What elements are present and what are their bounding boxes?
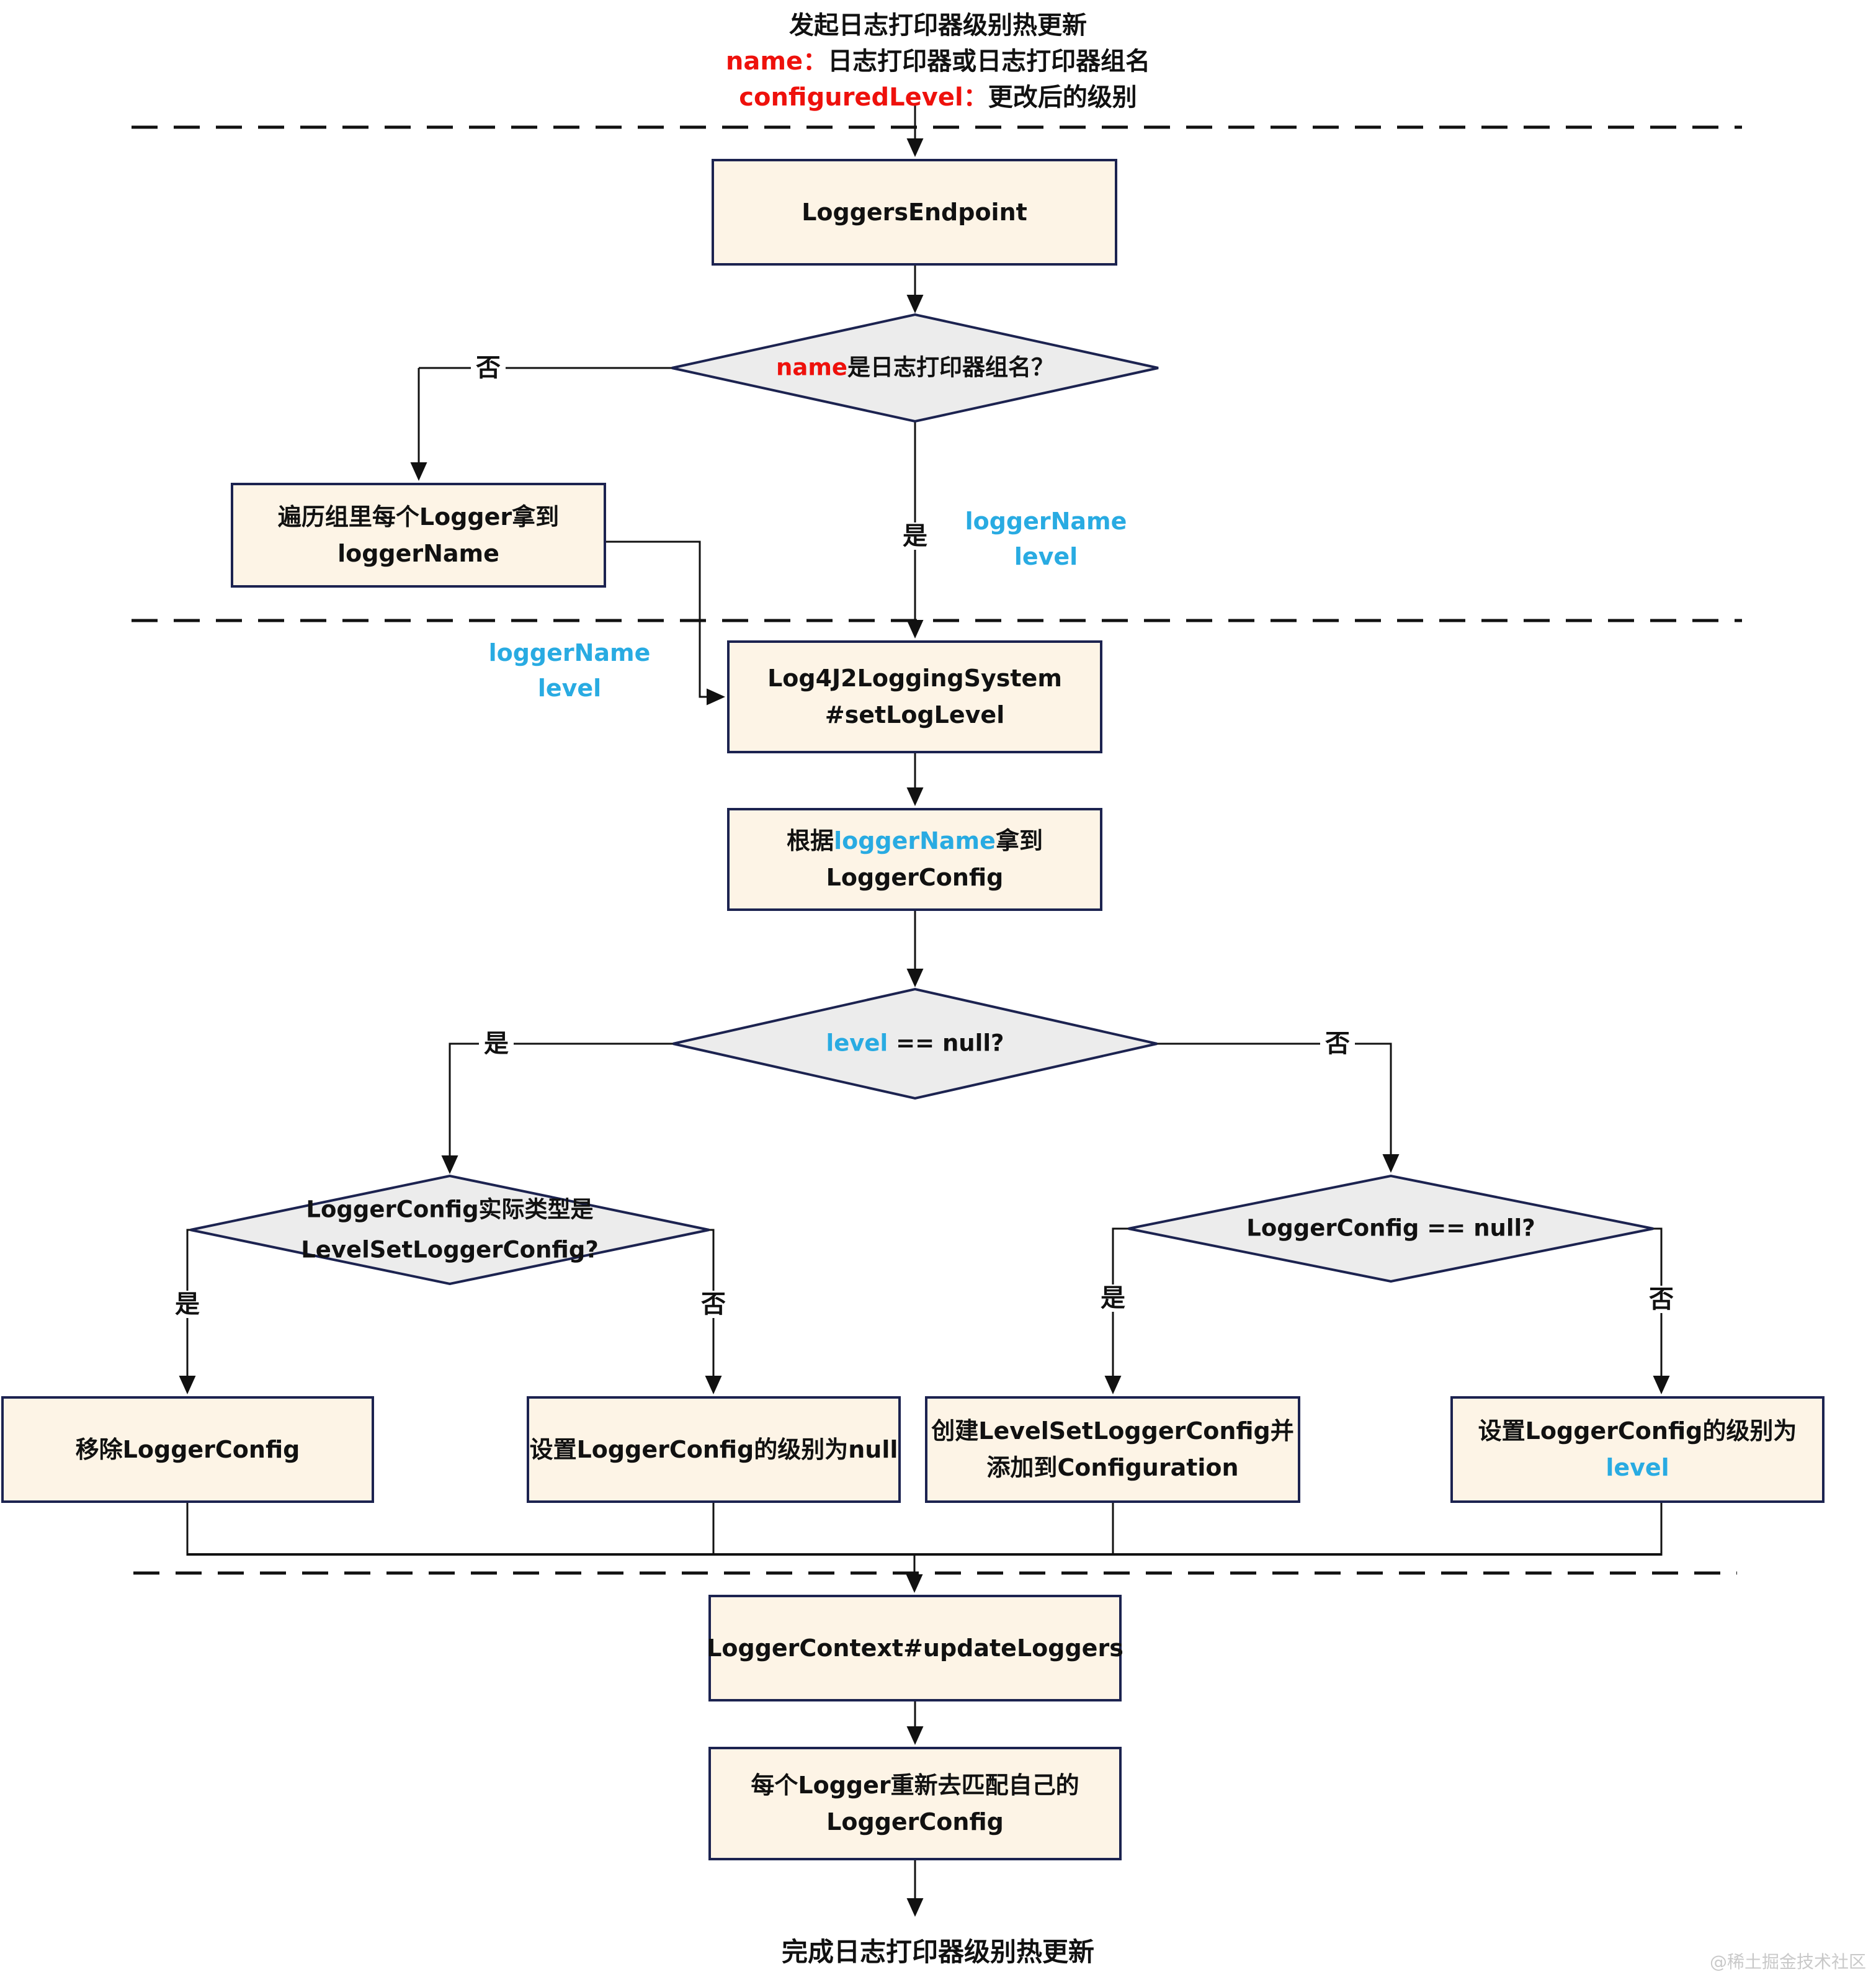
node-set-log-level-line1: Log4J2LoggingSystem (767, 665, 1062, 693)
edge-params-right: loggerName level (965, 504, 1127, 575)
title-line-3: configuredLevel：更改后的级别 (739, 83, 1137, 112)
branch-no-diamond2: 否 (1320, 1030, 1355, 1057)
diamond-type-check-line2: LevelSetLoggerConfig? (301, 1236, 599, 1263)
diamond-type-check (190, 1174, 710, 1286)
node-remove-config: 移除LoggerConfig (1, 1396, 374, 1503)
node-set-level-value-label: 设置LoggerConfig的级别为level (1478, 1417, 1797, 1481)
node-set-level-value: 设置LoggerConfig的级别为level (1450, 1396, 1825, 1503)
node-update-loggers-label: LoggerContext#updateLoggers (707, 1634, 1123, 1662)
branch-yes-diamond2: 是 (479, 1030, 514, 1057)
edge-param-level-2: level (537, 675, 602, 702)
edge-diamond4-no (1653, 1227, 1670, 1394)
diagram-title: 发起日志打印器级别热更新 name：日志打印器或日志打印器组名 configur… (0, 7, 1876, 115)
watermark: @稀土掘金技术社区 (1709, 1952, 1866, 1972)
edge-diamond2-no (1157, 1042, 1400, 1173)
node-traverse-group: 遍历组里每个Logger拿到 loggerName (231, 483, 606, 588)
param-logger-name: loggerName (834, 827, 996, 855)
diamond-type-check-label: LoggerConfig实际类型是 LevelSetLoggerConfig? (301, 1190, 599, 1270)
param-configured-level: configuredLevel： (739, 83, 988, 112)
node-rematch-line2: LoggerConfig (826, 1808, 1004, 1836)
edge-traverse-to-setloglevel (606, 540, 725, 706)
node-set-log-level: Log4J2LoggingSystem #setLogLevel (727, 640, 1102, 753)
end-label: 完成日志打印器级别热更新 (781, 1937, 1094, 1967)
edge-param-level: level (1014, 543, 1078, 570)
diamond-level-null (672, 987, 1158, 1100)
edge-diamond4-yes (1104, 1227, 1129, 1394)
edge-param-logger-name: loggerName (965, 508, 1127, 535)
param-name-in-diamond: name (776, 354, 847, 381)
node-traverse-line1: 遍历组里每个Logger拿到 (277, 503, 560, 531)
node-get-logger-config-line1: 根据loggerName拿到 (787, 827, 1043, 855)
diamond-level-null-label: level == null? (826, 1029, 1004, 1057)
diamond-type-check-line1: LoggerConfig实际类型是 (306, 1196, 594, 1223)
node-rematch: 每个Logger重新去匹配自己的 LoggerConfig (708, 1747, 1122, 1860)
branch-no-diamond1: 否 (471, 354, 506, 382)
node-update-loggers: LoggerContext#updateLoggers (707, 1595, 1123, 1701)
node-loggers-endpoint: LoggersEndpoint (712, 159, 1117, 266)
edge-diamond3-no (705, 1229, 722, 1394)
node-get-logger-config: 根据loggerName拿到 LoggerConfig (727, 808, 1102, 911)
title-line-2: name：日志打印器或日志打印器组名 (725, 47, 1151, 76)
node-create-config-line1: 创建LevelSetLoggerConfig并 (931, 1417, 1294, 1445)
edge-diamond2-yes (441, 1042, 673, 1174)
node-create-config-line2: 添加到Configuration (986, 1454, 1239, 1481)
param-level-in-diamond: level (826, 1029, 888, 1057)
node-get-logger-config-line2: LoggerConfig (826, 864, 1004, 891)
node-traverse-line2: loggerName (337, 539, 499, 567)
param-level: level (1606, 1454, 1669, 1481)
node-create-config: 创建LevelSetLoggerConfig并 添加到Configuration (925, 1396, 1300, 1503)
diamond-name-is-group (671, 313, 1159, 423)
node-set-log-level-line2: #setLogLevel (824, 701, 1005, 728)
title-line-1: 发起日志打印器级别热更新 (789, 11, 1087, 40)
branch-yes-diamond3: 是 (170, 1291, 205, 1318)
branch-yes-diamond4: 是 (1096, 1284, 1130, 1312)
branch-yes-diamond1: 是 (898, 522, 932, 550)
edge-diamond3-yes (179, 1229, 196, 1394)
branch-no-diamond4: 否 (1644, 1286, 1679, 1313)
node-remove-config-label: 移除LoggerConfig (75, 1435, 300, 1463)
edge-param-logger-name-2: loggerName (488, 639, 651, 666)
diamond-config-null-label: LoggerConfig == null? (1246, 1214, 1535, 1242)
branch-no-diamond3: 否 (696, 1291, 731, 1318)
node-set-level-null: 设置LoggerConfig的级别为null (527, 1396, 901, 1503)
node-set-level-null-label: 设置LoggerConfig的级别为null (529, 1435, 898, 1463)
param-name: name： (725, 47, 828, 76)
diamond-config-null (1128, 1174, 1654, 1283)
edge-params-left: loggerName level (489, 635, 651, 706)
node-loggers-endpoint-label: LoggersEndpoint (802, 198, 1027, 226)
node-rematch-line1: 每个Logger重新去匹配自己的 (751, 1771, 1079, 1799)
diamond-name-is-group-label: name是日志打印器组名？ (776, 354, 1054, 381)
